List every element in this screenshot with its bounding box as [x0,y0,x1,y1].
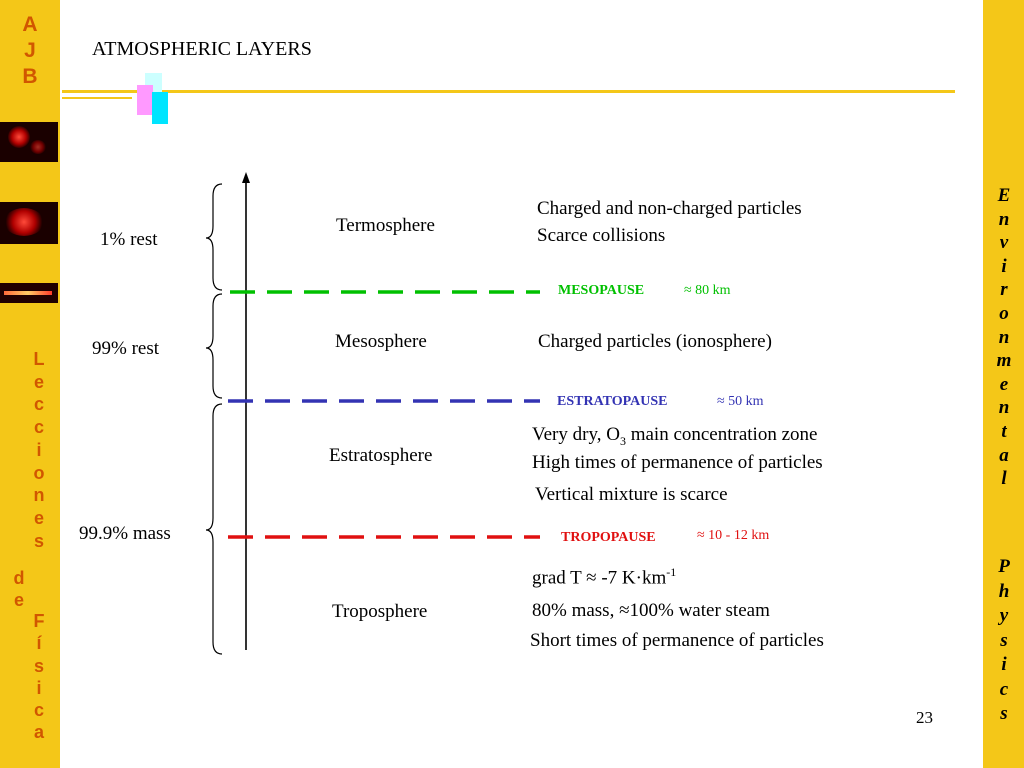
course-letter: m [996,350,1012,372]
group-label: 99% rest [92,338,160,359]
series-title-vertical: L e c c i o n e s [20,348,58,552]
course-letter: a [999,444,1009,466]
series-letter: í [36,633,42,654]
logo-letter: J [24,39,36,62]
series-title-vertical-fisica: F í s i c a [20,610,58,744]
layer-name-troposphere: Troposphere [332,601,428,622]
description-line: Vertical mixture is scarce [535,484,728,505]
thumbnail-image [0,202,58,244]
boundary-label-tropopause: TROPOPAUSE [561,530,656,545]
description-line: grad T ≈ -7 K·km-1 [532,565,677,589]
boundary-altitude: ≈ 10 - 12 km [697,528,770,543]
series-letter: L [33,349,45,369]
decorative-block [137,85,153,115]
series-letter: c [33,394,44,415]
series-letter: e [33,371,44,392]
course-letter: s [1000,629,1008,651]
course-letter: i [1001,255,1007,277]
brace-mesosphere [205,293,223,399]
course-letter: t [1001,420,1007,442]
boundary-label-mesopause: MESOPAUSE [558,283,645,298]
series-letter: c [33,417,44,438]
page-number: 23 [916,708,933,727]
slide-title: ATMOSPHERIC LAYERS [92,38,312,60]
decorative-block [152,92,168,124]
boundary-altitude: ≈ 80 km [684,283,731,298]
layer-name-mesosphere: Mesosphere [335,331,427,352]
boundary-altitude: ≈ 50 km [717,394,764,409]
series-letter: s [33,655,44,676]
layer-name-termosphere: Termosphere [336,215,435,236]
brace-thermosphere [205,183,223,291]
group-label: 99.9% mass [79,523,171,544]
description-line: Charged and non-charged particles [537,198,802,219]
thumbnail-image [0,283,58,303]
thumbnail-image [0,122,58,162]
course-letter: v [999,232,1009,254]
description-line: Short times of permanence of particles [530,630,824,651]
course-letter: n [998,326,1010,348]
series-letter: c [33,700,44,721]
description-line: Very dry, O3 main concentration zone [532,424,818,448]
course-letter: s [1000,703,1008,724]
description-line: Scarce collisions [537,225,666,246]
right-sidebar [983,0,1024,768]
course-letter: n [998,208,1010,230]
logo-letter: A [22,13,38,36]
logo-letter: B [22,65,38,88]
series-letter: e [13,590,24,610]
header-rule [62,90,955,93]
brace-lower [205,403,223,655]
course-letter: y [999,605,1009,626]
series-letter: e [33,507,44,528]
series-title-vertical-de: d e [8,567,30,611]
description-line: 80% mass, ≈100% water steam [532,600,770,621]
course-letter: e [999,373,1009,395]
layer-name-estratosphere: Estratosphere [329,445,433,466]
description-line: Charged particles (ionosphere) [538,331,772,352]
course-letter: c [999,678,1009,700]
course-letter: i [1001,654,1007,675]
description-line: High times of permanence of particles [532,452,823,473]
axis-arrowhead [242,172,250,183]
course-letter: E [997,185,1011,206]
course-letter: o [999,302,1009,324]
course-letter: P [998,556,1010,577]
series-letter: s [33,530,44,551]
header-rule-secondary [62,97,132,99]
series-letter: i [36,439,42,460]
series-letter: n [33,485,45,506]
series-letter: i [36,677,42,698]
logo: A J B [0,12,60,90]
course-letter: n [998,397,1010,419]
course-letter: r [1000,279,1008,301]
course-letter: l [1001,468,1007,490]
series-letter: F [33,611,45,631]
course-letter: h [998,580,1010,602]
series-letter: o [33,462,45,483]
boundary-label-estratopause: ESTRATOPAUSE [557,394,668,409]
course-title-vertical-physics: P h y s i c s [984,555,1024,727]
series-letter: a [33,722,44,743]
course-title-vertical: E n v i r o n m e n t a l [984,184,1024,491]
series-letter: d [13,568,25,588]
group-label: 1% rest [100,229,158,250]
